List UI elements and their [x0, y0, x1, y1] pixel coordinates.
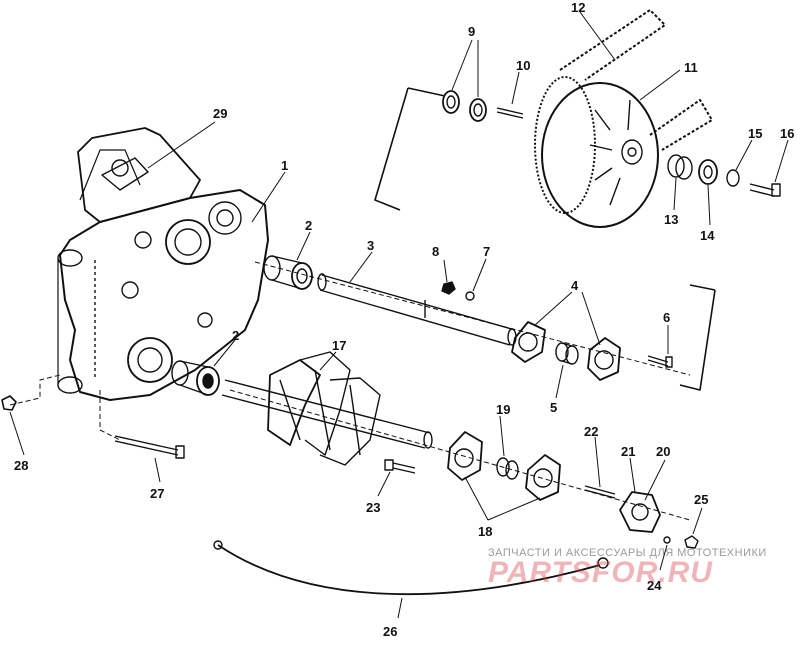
lower-flange-plate-right	[525, 454, 561, 501]
callout-1: 1	[281, 158, 288, 173]
callout-16: 16	[780, 126, 794, 141]
callout-12: 12	[571, 0, 585, 15]
callout-24: 24	[647, 578, 662, 593]
flange-plate-left	[511, 321, 546, 363]
lower-bearing	[171, 360, 220, 396]
lower-flange-plate-left	[447, 431, 483, 481]
callout-3: 3	[367, 238, 374, 253]
callout-2-lower: 2	[232, 328, 239, 343]
small-washer	[465, 291, 475, 301]
pulley-spacer	[667, 154, 693, 180]
lower-bushing	[496, 457, 519, 480]
callout-21: 21	[621, 444, 635, 459]
callout-29: 29	[213, 106, 227, 121]
callout-27: 27	[150, 486, 164, 501]
callout-11: 11	[684, 60, 698, 75]
pulley-flat-washer	[726, 169, 740, 187]
callout-5: 5	[550, 400, 557, 415]
roll-pin	[584, 485, 616, 499]
cap-washer	[663, 536, 671, 544]
callout-23: 23	[366, 500, 380, 515]
small-bolt	[647, 355, 673, 368]
housing-nut	[1, 395, 17, 411]
callout-14: 14	[700, 228, 715, 243]
upper-shaft	[317, 273, 517, 346]
control-cable	[213, 540, 609, 596]
watermark-tagline: ЗАПЧАСТИ И АКСЕССУАРЫ ДЛЯ МОТОТЕХНИКИ	[488, 547, 767, 559]
impeller-shaft	[221, 351, 433, 466]
callout-15: 15	[748, 126, 762, 141]
pulley-cap-screw	[749, 183, 781, 197]
callout-18: 18	[478, 524, 492, 539]
pulley-washer-right	[469, 98, 487, 122]
callout-19: 19	[496, 402, 510, 417]
drive-pulley	[534, 76, 659, 228]
pulley-lock-washer	[698, 159, 718, 185]
callout-6: 6	[663, 310, 670, 325]
callout-13: 13	[664, 212, 678, 227]
pulley-washer-left	[442, 90, 460, 114]
gear-case-housing	[57, 127, 269, 401]
callout-22: 22	[584, 424, 598, 439]
callout-8: 8	[432, 244, 439, 259]
bushing	[555, 342, 579, 365]
housing-bracket	[101, 157, 149, 191]
callout-2-upper: 2	[305, 218, 312, 233]
watermark-brand-logo: PARTSFOR.RU	[488, 556, 713, 589]
cap-nut	[684, 535, 699, 549]
shaft-key	[496, 107, 524, 119]
callout-7: 7	[483, 244, 490, 259]
callout-4: 4	[571, 278, 579, 293]
long-bolt	[114, 435, 185, 459]
bracket-frame-outline	[374, 87, 716, 391]
callout-17: 17	[332, 338, 346, 353]
upper-bearing	[263, 255, 313, 290]
lower-bolt	[384, 459, 416, 474]
callout-20: 20	[656, 444, 670, 459]
bearing-cap	[619, 491, 661, 533]
assembly-axis-lines	[9, 261, 691, 521]
callout-labels: 1 2 2 3 4 5 6 7 8 9 10 11 12 13 14 15 16…	[14, 0, 794, 639]
callout-25: 25	[694, 492, 708, 507]
callout-28: 28	[14, 458, 28, 473]
small-nut	[441, 281, 456, 295]
callout-26: 26	[383, 624, 397, 639]
callout-10: 10	[516, 58, 530, 73]
flange-plate-right	[587, 337, 621, 381]
leader-lines	[9, 11, 789, 619]
drive-belt	[559, 9, 713, 151]
callout-9: 9	[468, 24, 475, 39]
